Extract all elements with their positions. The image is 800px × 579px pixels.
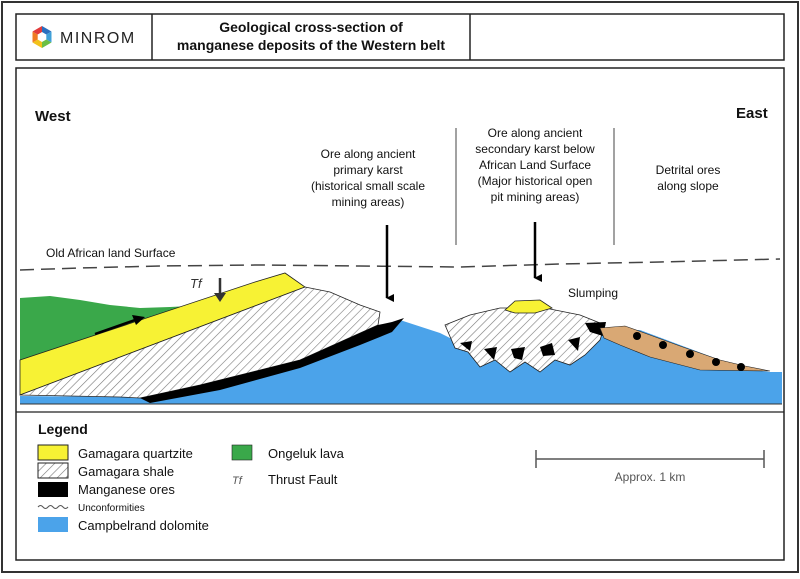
manganese-ore-band — [140, 318, 404, 403]
legend-swatch-manganese — [38, 482, 68, 497]
svg-text:Detrital ores: Detrital ores — [656, 163, 721, 177]
slumping-label: Slumping — [568, 286, 618, 300]
legend: Legend Gamagara quartzite Gamagara shale… — [37, 421, 345, 533]
svg-text:primary karst: primary karst — [333, 163, 403, 177]
title-line-2: manganese deposits of the Western belt — [177, 37, 445, 53]
legend-label-manganese: Manganese ores — [78, 482, 175, 497]
legend-swatch-shale — [37, 462, 69, 479]
minrom-logo-icon — [32, 26, 52, 48]
legend-label-thrust-fault: Thrust Fault — [268, 472, 338, 487]
legend-thrust-symbol: Tf — [232, 475, 243, 487]
thrust-arrowhead-icon — [132, 315, 145, 325]
svg-text:(historical small scale: (historical small scale — [311, 179, 425, 193]
thrust-fault-arrowhead-icon — [214, 293, 226, 302]
svg-text:African Land Surface: African Land Surface — [479, 158, 591, 172]
legend-label-lava: Ongeluk lava — [268, 446, 345, 461]
legend-swatch-lava — [231, 444, 253, 461]
thrust-direction-arrow — [94, 318, 136, 336]
cross-section — [19, 272, 782, 405]
legend-swatch-unconformities — [37, 505, 69, 509]
primary-karst-annotation: Ore along ancient primary karst (histori… — [311, 147, 425, 209]
scale-label: Approx. 1 km — [615, 470, 686, 484]
legend-swatch-quartzite — [37, 444, 69, 461]
detrital-ore-slope — [599, 325, 771, 372]
detrital-annotation: Detrital ores along slope — [656, 163, 721, 193]
legend-title: Legend — [38, 421, 88, 437]
quartzite-cap — [504, 299, 553, 314]
header: MINROM Geological cross-section of manga… — [15, 13, 785, 61]
scale-bar: Approx. 1 km — [535, 450, 765, 484]
title-line-1: Geological cross-section of — [219, 19, 403, 35]
east-label: East — [736, 105, 768, 122]
logo-text: MINROM — [60, 30, 136, 47]
svg-text:pit mining areas): pit mining areas) — [491, 190, 580, 204]
legend-swatch-dolomite — [38, 517, 68, 532]
land-surface-line — [19, 258, 781, 271]
svg-text:secondary karst below: secondary karst below — [475, 142, 595, 156]
secondary-karst-annotation: Ore along ancient secondary karst below … — [475, 126, 595, 204]
svg-text:mining areas): mining areas) — [332, 195, 405, 209]
legend-label-shale: Gamagara shale — [78, 464, 174, 479]
svg-text:(Major historical open: (Major historical open — [478, 174, 593, 188]
west-label: West — [35, 108, 71, 125]
svg-text:Ore along ancient: Ore along ancient — [488, 126, 583, 140]
main-panel — [15, 67, 785, 561]
surface-label: Old African land Surface — [46, 246, 176, 260]
legend-label-unconformities: Unconformities — [78, 503, 145, 514]
legend-label-quartzite: Gamagara quartzite — [78, 446, 193, 461]
svg-text:Ore along ancient: Ore along ancient — [321, 147, 416, 161]
thrust-fault-symbol: Tf — [190, 276, 203, 291]
legend-label-dolomite: Campbelrand dolomite — [78, 518, 209, 533]
svg-text:along slope: along slope — [657, 179, 719, 193]
